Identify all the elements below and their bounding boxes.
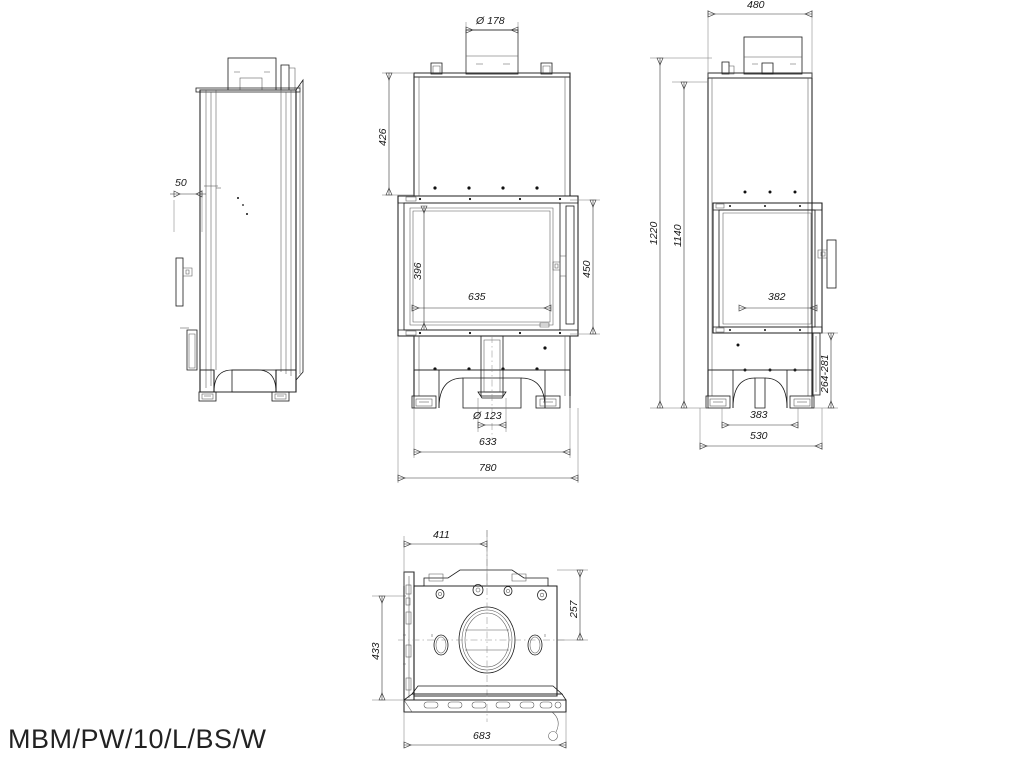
dim-label-450: 450	[581, 260, 593, 278]
dimension-diameter-123: Ø 123	[472, 398, 507, 432]
dim-label-1220: 1220	[648, 221, 660, 245]
dimension-480: 480	[707, 0, 813, 78]
drawing-title: MBM/PW/10/L/BS/W	[8, 724, 267, 754]
dimension-411: 411	[403, 529, 488, 586]
dimension-396: 396	[412, 205, 428, 331]
dimension-diameter-178: Ø 178	[465, 15, 519, 70]
dimension-683: 683	[403, 712, 567, 749]
dim-label-257: 257	[568, 599, 580, 619]
dimension-257: 257	[557, 569, 588, 641]
dimension-530: 530	[699, 408, 823, 450]
left-side-view: 50	[170, 57, 304, 402]
dimension-383: 383	[721, 408, 799, 429]
dimension-50: 50	[170, 177, 206, 232]
dim-label-383: 383	[750, 409, 768, 421]
dim-label-d123: Ø 123	[472, 410, 502, 422]
dimension-450: 450	[570, 199, 600, 335]
dimension-635: 635	[411, 291, 552, 312]
dimension-633: 633	[413, 408, 571, 458]
plan-view: 411 257 433 683	[370, 529, 588, 749]
dim-label-1140: 1140	[672, 224, 684, 247]
dim-label-635: 635	[468, 291, 486, 303]
dim-label-411: 411	[433, 529, 450, 541]
section-view: 480 1220 1140 382	[648, 0, 838, 450]
dim-label-530: 530	[750, 430, 768, 442]
dimension-1140: 1140	[672, 81, 708, 409]
dimension-382: 382	[738, 291, 818, 312]
dim-label-480: 480	[747, 0, 765, 11]
front-view: Ø 178 426 396 635	[377, 15, 600, 483]
dimension-264-281: 264-281	[814, 332, 838, 409]
dim-label-433: 433	[370, 642, 382, 660]
dim-label-d178: Ø 178	[475, 15, 505, 27]
dimension-780: 780	[397, 336, 579, 483]
dim-label-382: 382	[768, 291, 786, 303]
dim-label-50: 50	[175, 177, 187, 189]
dim-label-683: 683	[473, 730, 491, 742]
dimension-1220: 1220	[648, 57, 712, 409]
dim-label-426: 426	[377, 128, 389, 146]
dimension-426: 426	[377, 72, 414, 196]
dim-label-780: 780	[479, 462, 497, 474]
dimension-433: 433	[370, 595, 406, 701]
dim-label-396: 396	[412, 262, 424, 280]
dim-label-264-281: 264-281	[819, 354, 831, 394]
dim-label-633: 633	[479, 436, 497, 448]
